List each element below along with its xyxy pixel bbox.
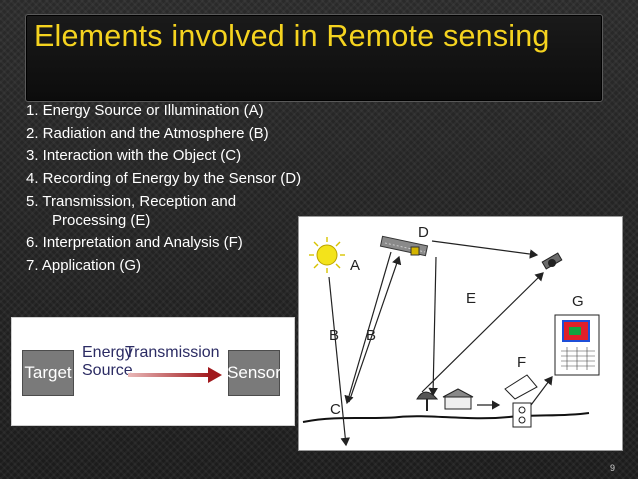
label-b1: B bbox=[329, 327, 339, 344]
list-item-text: 6. Interpretation and Analysis (F) bbox=[26, 234, 243, 251]
sun-icon bbox=[309, 237, 345, 273]
list-item: 2. Radiation and the Atmosphere (B) bbox=[26, 123, 426, 146]
list-item-text: 3. Interaction with the Object (C) bbox=[26, 147, 241, 164]
process-illustration bbox=[299, 217, 622, 450]
remote-sensing-diagram: A B B C D E F G bbox=[298, 216, 623, 451]
list-item-text: 5. Transmission, Reception and bbox=[26, 193, 236, 210]
interpretation-icon bbox=[505, 375, 537, 427]
list-item-text: 2. Radiation and the Atmosphere (B) bbox=[26, 125, 269, 142]
ground-station-icon bbox=[417, 389, 473, 411]
label-e: E bbox=[466, 290, 476, 307]
list-item: 1. Energy Source or Illumination (A) bbox=[26, 100, 426, 123]
label-g: G bbox=[572, 293, 584, 310]
list-item-text: 7. Application (G) bbox=[26, 257, 141, 274]
label-b2: B bbox=[366, 327, 376, 344]
list-item: 4. Recording of Energy by the Sensor (D) bbox=[26, 168, 426, 191]
list-item-text: 1. Energy Source or Illumination (A) bbox=[26, 102, 264, 119]
page-number: 9 bbox=[610, 463, 615, 473]
label-a: A bbox=[350, 257, 360, 274]
flow-diagram: Target Energy Source Transmission Sensor bbox=[11, 317, 295, 426]
relay-satellite-icon bbox=[542, 253, 562, 269]
sensor-box: Sensor bbox=[228, 350, 280, 396]
list-item: 3. Interaction with the Object (C) bbox=[26, 145, 426, 168]
list-item-text: 4. Recording of Energy by the Sensor (D) bbox=[26, 170, 301, 187]
slide-title: Elements involved in Remote sensing bbox=[34, 20, 594, 53]
label-f: F bbox=[517, 354, 526, 371]
application-icon bbox=[555, 315, 599, 375]
label-d: D bbox=[418, 224, 429, 241]
label-c: C bbox=[330, 401, 341, 418]
